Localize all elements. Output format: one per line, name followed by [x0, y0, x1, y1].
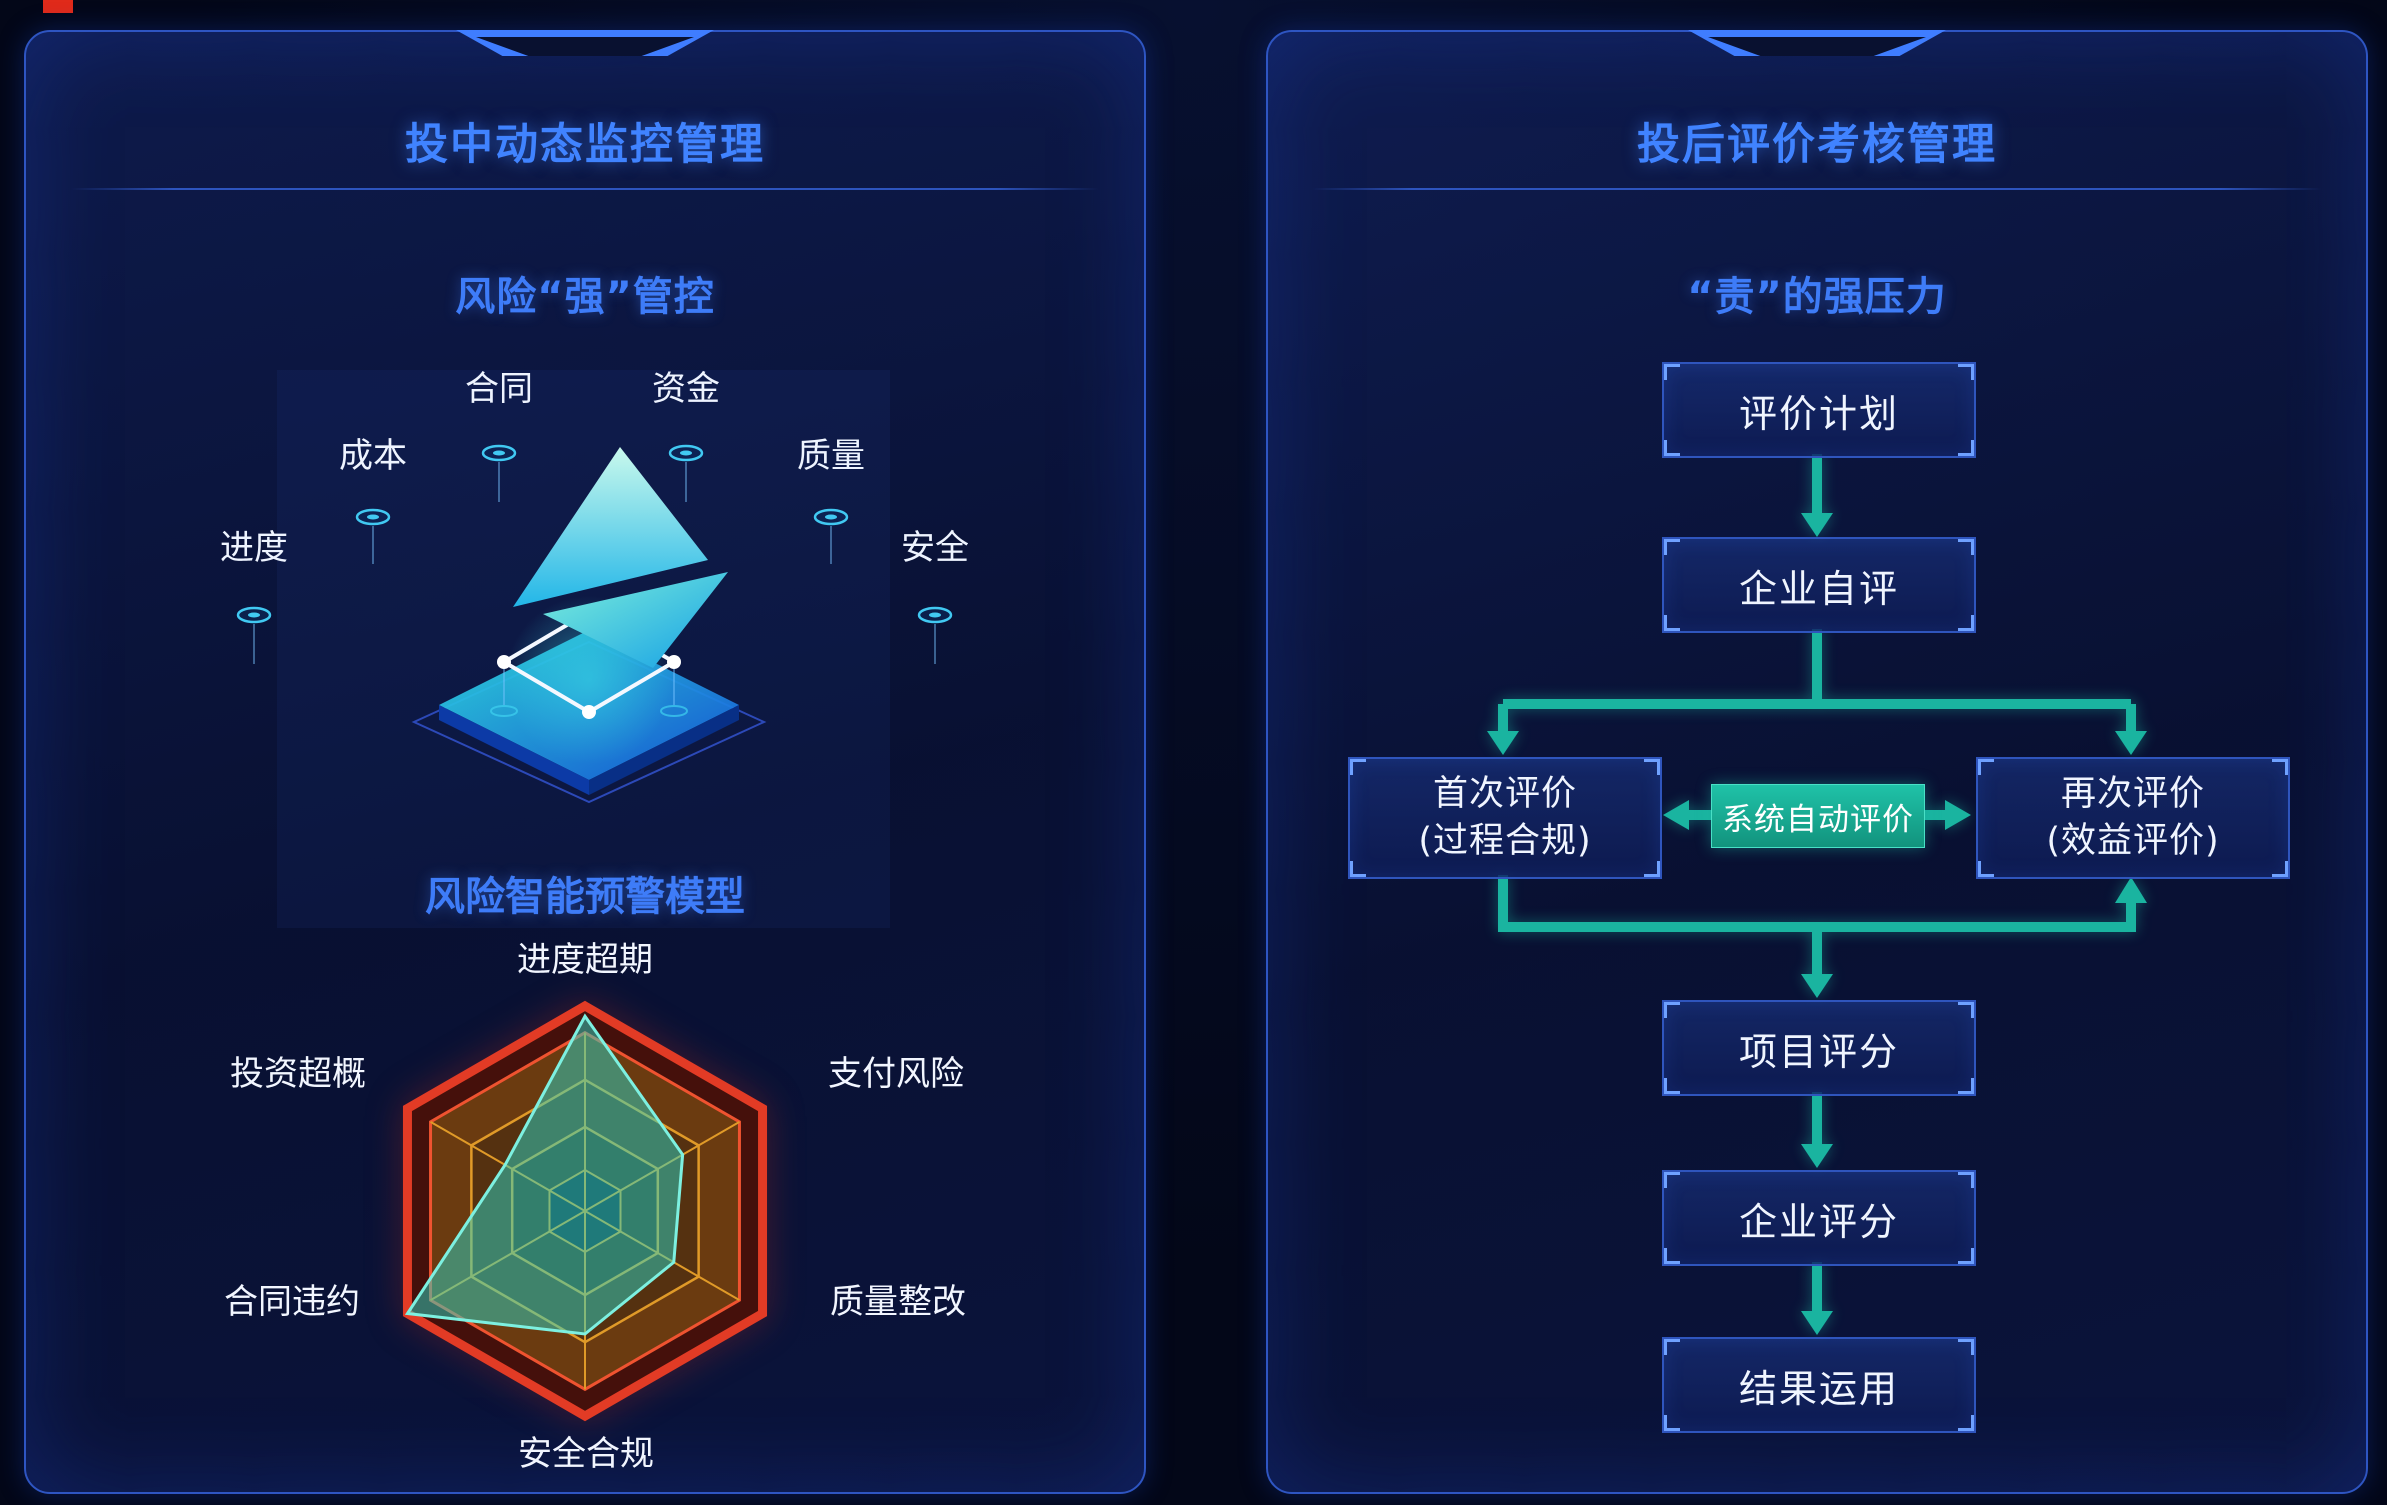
monitor-label-text: 合同 — [465, 369, 533, 409]
monitor-label-fund: 资金 — [652, 369, 720, 502]
flow-box-label: 评价计划 — [1738, 391, 1899, 436]
monitor-label-text: 资金 — [652, 369, 720, 409]
monitor-label-text: 进度 — [220, 528, 288, 568]
flow-box-result-application: 结果运用 — [1662, 1337, 1976, 1433]
flow-box-enterprise-score: 企业评分 — [1662, 1170, 1976, 1266]
flow-box-label-line1: 首次评价 — [1432, 773, 1577, 814]
radar-axis-label-top: 进度超期 — [517, 940, 653, 980]
responsibility-subtitle: “责”的强压力 — [1687, 274, 1947, 320]
monitor-label-quality: 质量 — [797, 436, 865, 564]
panel-title: 投中动态监控管理 — [405, 120, 765, 170]
flow-box-evaluation-plan: 评价计划 — [1662, 362, 1976, 458]
flow-box-label-line2: (效益评价) — [2046, 821, 2220, 861]
flow-box-re-evaluation: 再次评价 (效益评价) — [1976, 757, 2290, 879]
flow-arrowheads — [1487, 513, 2147, 1335]
monitor-label-cost: 成本 — [339, 436, 407, 564]
panel-top-notch — [1688, 30, 1946, 56]
monitor-label-safety: 安全 — [901, 528, 968, 664]
monitor-label-text: 安全 — [901, 528, 968, 568]
flow-box-label: 企业自评 — [1738, 566, 1899, 611]
panel-evaluation: 投后评价考核管理 “责”的强压力 — [1266, 30, 2368, 1494]
risk-control-subtitle: 风险“强”管控 — [455, 274, 715, 320]
flow-box-label: 企业评分 — [1738, 1199, 1899, 1244]
radar-axis-label-lower-right: 质量整改 — [830, 1282, 966, 1322]
panel-monitoring: 投中动态监控管理 风险“强”管控 — [24, 30, 1146, 1494]
panel-top-notch — [456, 30, 714, 56]
corner-accent — [43, 0, 73, 13]
radar-axis-label-upper-right: 支付风险 — [828, 1054, 964, 1094]
flow-box-label-line2: (过程合规) — [1418, 821, 1592, 861]
radar-chart-svg — [402, 1000, 768, 1422]
panel-title: 投后评价考核管理 — [1637, 120, 1997, 170]
flow-box-label: 项目评分 — [1738, 1029, 1899, 1074]
flow-lines — [1498, 454, 2136, 1313]
radar-axis-label-lower-left: 合同违约 — [224, 1282, 360, 1322]
flow-box-project-score: 项目评分 — [1662, 1000, 1976, 1096]
warning-model-title: 风险智能预警模型 — [425, 874, 745, 920]
flow-box-first-evaluation: 首次评价 (过程合规) — [1348, 757, 1662, 879]
title-divider — [70, 188, 1100, 190]
flow-box-enterprise-self-eval: 企业自评 — [1662, 537, 1976, 633]
flow-box-label: 系统自动评价 — [1722, 801, 1914, 838]
flow-connectors — [1487, 454, 2147, 1335]
flow-box-label-line1: 再次评价 — [2060, 773, 2205, 814]
risk-monitor-illustration: 进度 成本 合同 资金 质量 — [220, 369, 968, 804]
radar-axis-label-upper-left: 投资超概 — [230, 1054, 366, 1094]
radar-axis-label-bottom: 安全合规 — [518, 1434, 654, 1474]
monitor-label-progress: 进度 — [220, 528, 288, 664]
monitor-label-text: 成本 — [339, 436, 407, 476]
monitor-label-text: 质量 — [797, 436, 865, 476]
paper-plane — [513, 447, 728, 668]
monitor-label-contract: 合同 — [465, 369, 533, 502]
flow-box-system-auto-eval: 系统自动评价 — [1711, 784, 1925, 848]
title-divider — [1311, 188, 2323, 190]
flow-box-label: 结果运用 — [1738, 1366, 1899, 1411]
